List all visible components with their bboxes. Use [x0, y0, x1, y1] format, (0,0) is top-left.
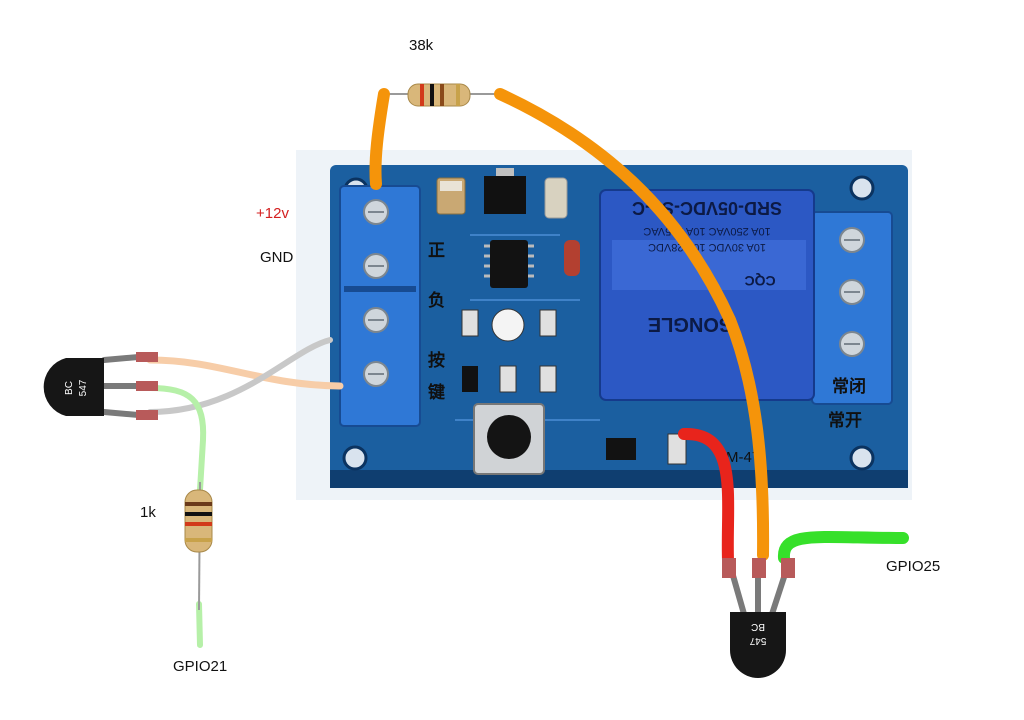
right-transistor: BC 547: [722, 558, 795, 678]
marking-changbi: 常闭: [832, 376, 866, 397]
label-38k: 38k: [409, 37, 434, 54]
mount-hole-br: [849, 445, 875, 471]
label-gpio25: GPIO25: [886, 558, 941, 575]
relay-rating-1: 10A 250VAC 10A 125VAC: [643, 225, 770, 237]
label-gnd: GND: [260, 249, 294, 266]
left-transistor-label-top: BC: [64, 381, 75, 395]
wire-gray: [147, 337, 333, 415]
resistor-38k: [384, 83, 500, 107]
wire-pale-green-bottom: [196, 601, 203, 648]
wire-orange-left: [369, 88, 390, 190]
marking-jian: 键: [428, 382, 445, 403]
marking-changkai: 常开: [828, 410, 862, 431]
wire-peach: [146, 356, 344, 390]
resistor-1k: [184, 481, 213, 611]
wire-green: [778, 530, 909, 564]
left-transistor-label-bottom: 547: [78, 379, 89, 396]
label-gpio21: GPIO21: [173, 658, 228, 675]
wire-red: [678, 427, 735, 566]
left-terminal-block: [339, 185, 421, 427]
wire-orange-right: [494, 88, 770, 561]
marking-module: M-47: [726, 449, 760, 466]
label-1k: 1k: [140, 504, 156, 521]
left-transistor: BC 547: [43, 352, 158, 420]
mount-hole-bl: [342, 445, 368, 471]
marking-an: 按: [428, 350, 445, 371]
right-transistor-label-top: BC: [751, 621, 765, 632]
push-button-switch: [473, 403, 545, 475]
smd-components: [436, 168, 687, 465]
relay-brand: SONGLE: [648, 313, 732, 335]
relay-rating-2: 10A 30VDC 10A 28VDC: [648, 241, 766, 253]
relay: SRD-05VDC-SL-C 10A 250VAC 10A 125VAC 10A…: [599, 189, 815, 401]
right-terminal-block: [811, 211, 893, 405]
mount-hole-tr: [849, 175, 875, 201]
relay-cert: CQC: [744, 273, 775, 289]
label-plus-12v: +12v: [256, 205, 289, 222]
marking-zheng: 正: [428, 241, 445, 261]
marking-fu: 负: [428, 290, 445, 311]
right-transistor-label-bottom: 547: [749, 635, 766, 646]
wire-pale-green: [147, 385, 207, 493]
